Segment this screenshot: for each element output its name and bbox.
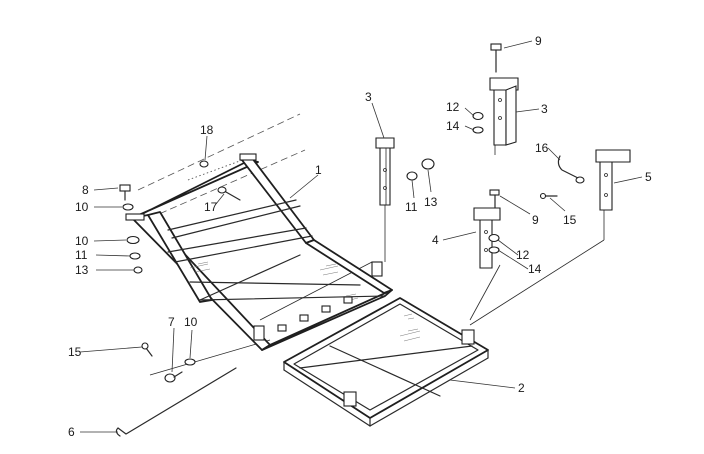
- callout-11-right: 11: [405, 200, 418, 214]
- callout-2: 2: [518, 381, 525, 395]
- bracket-part-3-right: [489, 77, 519, 146]
- callout-12-lower: 12: [516, 248, 530, 262]
- callout-10-lower: 10: [184, 315, 198, 329]
- callout-9-top: 9: [535, 34, 542, 48]
- callout-8: 8: [82, 183, 89, 197]
- callout-14-lower: 14: [528, 262, 542, 276]
- callout-13-left: 13: [75, 263, 89, 277]
- callout-18: 18: [200, 123, 214, 137]
- callout-6: 6: [68, 425, 75, 439]
- callout-leader-lines: [79, 40, 643, 433]
- callout-10-upper: 10: [75, 200, 89, 214]
- callout-5: 5: [645, 170, 652, 184]
- callout-3-right: 3: [541, 102, 548, 116]
- callout-3-left: 3: [365, 90, 372, 104]
- callout-11-left: 11: [75, 248, 88, 262]
- callout-1: 1: [315, 163, 322, 177]
- callout-10-middle: 10: [75, 234, 89, 248]
- bracket-part-4: [473, 207, 501, 269]
- tray-frame-part-2: [283, 297, 489, 427]
- callout-13-right: 13: [424, 195, 438, 209]
- callout-7: 7: [168, 315, 175, 329]
- callout-16: 16: [535, 141, 549, 155]
- callout-15-right: 15: [563, 213, 577, 227]
- callout-9-lower: 9: [532, 213, 539, 227]
- main-frame-part-1: [125, 153, 393, 351]
- callout-14-upper: 14: [446, 119, 460, 133]
- callout-numbers: 1 2 3 3 4 5 6 7 8 9 9 10 10 10 11 11 12 …: [68, 34, 652, 439]
- bracket-part-3-left: [375, 137, 395, 206]
- callout-12-upper: 12: [446, 100, 460, 114]
- hardware-parts: [115, 43, 585, 437]
- callout-15-left: 15: [68, 345, 82, 359]
- bracket-part-5: [595, 149, 631, 211]
- callout-17: 17: [204, 200, 218, 214]
- callout-4: 4: [432, 233, 439, 247]
